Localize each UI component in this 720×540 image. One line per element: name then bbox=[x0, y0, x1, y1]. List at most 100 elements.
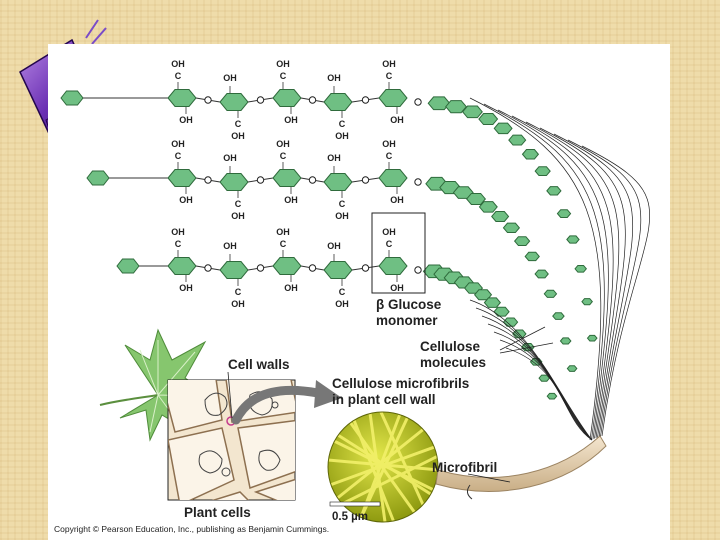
glucose-ring bbox=[534, 166, 551, 177]
atom-label: OH bbox=[327, 153, 341, 163]
plant-cells-label: Plant cells bbox=[184, 505, 251, 520]
strand-line bbox=[581, 145, 651, 437]
strand-line bbox=[539, 127, 626, 438]
oxygen-atom bbox=[204, 96, 212, 104]
atom-label: C bbox=[235, 199, 242, 209]
oxygen-atom bbox=[414, 178, 422, 186]
atom-label: OH bbox=[390, 115, 404, 125]
oxygen-atom bbox=[414, 98, 422, 106]
atom-label: C bbox=[339, 199, 346, 209]
atom-label: OH bbox=[335, 299, 349, 309]
glucose-ring bbox=[462, 105, 483, 119]
atom-label: C bbox=[175, 239, 182, 249]
glucose-ring bbox=[493, 306, 510, 317]
glucose-ring bbox=[86, 170, 110, 186]
beta-glucose-label: β Glucose bbox=[376, 297, 442, 312]
cellulose-strand-1 bbox=[427, 96, 598, 342]
glucose-ring bbox=[378, 89, 408, 107]
micrograph-fiber bbox=[333, 418, 437, 502]
glucose-ring bbox=[466, 192, 487, 205]
atom-label: OH bbox=[223, 241, 237, 251]
atom-label: C bbox=[235, 119, 242, 129]
glucose-ring bbox=[452, 186, 474, 199]
atom-label: OH bbox=[327, 73, 341, 83]
glucose-ring bbox=[581, 298, 593, 306]
atom-label: OH bbox=[171, 59, 185, 69]
strand-line bbox=[511, 115, 614, 439]
microfibril-micrograph bbox=[327, 411, 439, 523]
glucose-ring bbox=[502, 222, 521, 234]
micrograph-fiber bbox=[378, 412, 432, 522]
microfibrils-label-line1: Cellulose microfibrils bbox=[332, 376, 469, 391]
atom-label: OH bbox=[390, 283, 404, 293]
micrograph-fiber bbox=[330, 438, 438, 494]
monomer-label: monomer bbox=[376, 313, 438, 328]
converging-lines bbox=[469, 97, 651, 441]
glucose-ring bbox=[513, 236, 531, 247]
glucose-ring bbox=[556, 209, 572, 218]
glucose-ring bbox=[566, 365, 578, 372]
glucose-ring bbox=[566, 235, 580, 244]
glucose-ring bbox=[60, 90, 84, 106]
oxygen-atom bbox=[256, 264, 265, 272]
glucose-ring bbox=[378, 257, 408, 275]
atom-label: OH bbox=[223, 153, 237, 163]
glucose-ring bbox=[116, 258, 140, 274]
strand-line bbox=[525, 121, 620, 439]
oxygen-atom bbox=[256, 176, 265, 184]
atom-label: OH bbox=[276, 227, 290, 237]
glucose-ring bbox=[478, 201, 498, 213]
oxygen-atom bbox=[256, 96, 265, 104]
microfibril-label: Microfibril bbox=[432, 460, 497, 475]
micrograph-fiber bbox=[368, 412, 387, 522]
atom-label: OH bbox=[284, 115, 298, 125]
glucose-ring bbox=[483, 297, 502, 308]
atom-label: OH bbox=[335, 211, 349, 221]
glucose-ring bbox=[473, 289, 493, 301]
glucose-ring bbox=[559, 337, 572, 345]
glucose-ring bbox=[586, 334, 598, 342]
micrograph-fiber bbox=[348, 412, 397, 522]
glucose-ring bbox=[445, 100, 467, 114]
oxygen-atom bbox=[308, 264, 317, 272]
glucose-ring bbox=[552, 312, 565, 320]
glucose-ring bbox=[491, 211, 510, 222]
oxygen-atom bbox=[361, 264, 370, 272]
glucose-ring bbox=[574, 264, 587, 273]
atom-label: OH bbox=[231, 211, 245, 221]
atom-label: OH bbox=[382, 227, 396, 237]
strand-line bbox=[553, 133, 633, 438]
atom-label: OH bbox=[276, 139, 290, 149]
strand-line bbox=[505, 347, 593, 441]
glucose-ring bbox=[478, 113, 499, 126]
atom-label: C bbox=[339, 119, 346, 129]
strand-line bbox=[487, 323, 593, 441]
glucose-ring bbox=[502, 317, 519, 327]
atom-label: OH bbox=[179, 115, 193, 125]
glucose-ring bbox=[378, 169, 408, 187]
cellulose-strand-3 bbox=[422, 264, 558, 400]
glucose-ring bbox=[524, 251, 540, 262]
strand-line bbox=[481, 315, 593, 441]
cellulose-strand-2 bbox=[425, 176, 578, 372]
oxygen-atom bbox=[361, 176, 370, 184]
oxygen-atom bbox=[204, 176, 212, 184]
leader-lines bbox=[227, 326, 554, 483]
atom-label: OH bbox=[284, 283, 298, 293]
oxygen-atom bbox=[308, 176, 317, 184]
oxygen-atom bbox=[204, 264, 212, 272]
atom-label: OH bbox=[179, 195, 193, 205]
microfibril-strand bbox=[435, 435, 607, 500]
atom-label: OH bbox=[171, 139, 185, 149]
scale-bar bbox=[329, 501, 381, 507]
glucose-ring bbox=[493, 122, 513, 135]
atom-label: C bbox=[386, 239, 393, 249]
oxygen-atom bbox=[414, 266, 422, 274]
atom-label: C bbox=[280, 239, 287, 249]
atom-label: OH bbox=[327, 241, 341, 251]
cellulose-label: Cellulose bbox=[420, 339, 481, 354]
atom-label: C bbox=[175, 71, 182, 81]
cellulose-molecule-strands bbox=[422, 96, 651, 441]
